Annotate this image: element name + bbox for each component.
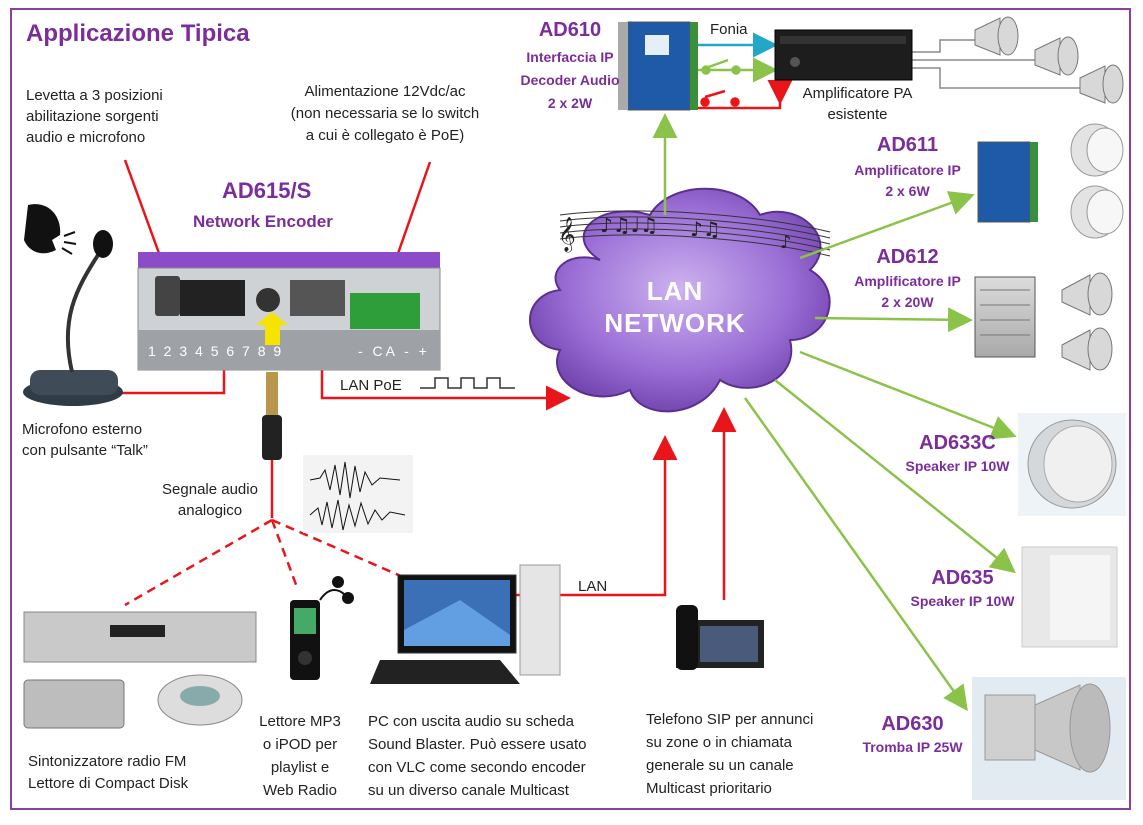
sip-label-2: su zone o in chiamata: [646, 734, 792, 751]
microphone-graphic: [23, 204, 123, 406]
page-title: Applicazione Tipica: [26, 20, 250, 47]
ad612-model: AD612: [876, 246, 939, 268]
ad615-terminal-labels: - CA - +: [358, 343, 430, 359]
pc-label-1: PC con uscita audio su scheda: [368, 713, 574, 730]
ad611-line-2: 2 x 6W: [885, 183, 930, 199]
alim-label-1: Alimentazione 12Vdc/ac: [304, 83, 466, 100]
sip-label-1: Telefono SIP per annunci: [646, 711, 814, 728]
svg-text:♪♫: ♪♫: [690, 217, 721, 241]
ad630-horn: [972, 677, 1126, 800]
pa-horn-speakers: [974, 16, 1124, 104]
ad610-line-3: 2 x 2W: [547, 95, 593, 111]
diagram-frame: [10, 8, 1131, 810]
ad615-model: AD615/S: [222, 178, 312, 203]
ad630-line-1: Tromba IP 25W: [862, 739, 963, 755]
cloud-label-2: NETWORK: [604, 308, 746, 338]
ad615-name: Network Encoder: [193, 212, 333, 231]
ad635-model: AD635: [931, 567, 994, 589]
radio-label-1: Sintonizzatore radio FM: [28, 753, 187, 770]
ad612-line-1: Amplificatore IP: [854, 273, 961, 289]
ad612-device: [974, 276, 1036, 358]
ampli-pa-label-1: Amplificatore PA: [802, 85, 913, 102]
music-notes-graphic: 𝄞 ♪♫♩♫ ♪♫ ♪: [558, 210, 831, 257]
ad611-line-1: Amplificatore IP: [854, 162, 961, 178]
ad611-speakers: [1070, 123, 1124, 239]
levetta-label-1: Levetta a 3 posizioni: [26, 87, 163, 104]
alim-label-3: a cui è collegato è PoE): [305, 127, 465, 144]
mic-label-1: Microfono esterno: [22, 421, 143, 438]
alim-label-2: (non necessaria se lo switch: [290, 105, 480, 122]
ad633c-line-1: Speaker IP 10W: [905, 458, 1010, 474]
lan-cloud: [529, 187, 831, 413]
levetta-label-2: abilitazione sorgenti: [26, 108, 159, 125]
ad611-device: [977, 141, 1038, 223]
fonia-label: Fonia: [710, 21, 748, 38]
mic-label-2: con pulsante “Talk”: [22, 442, 148, 459]
ad610-line-1: Interfaccia IP: [526, 49, 614, 65]
pa-amplifier-device: [774, 29, 913, 81]
segnale-label-1: Segnale audio: [162, 481, 258, 498]
pc-label-3: con VLC come secondo encoder: [368, 759, 586, 776]
ad610-device: [618, 21, 698, 111]
mp3-label-1: Lettore MP3: [259, 713, 341, 730]
sip-phone: [676, 605, 764, 670]
mp3-label-3: playlist e: [270, 759, 330, 776]
green-connections: [652, 57, 1017, 712]
ampli-pa-label-2: esistente: [827, 106, 888, 123]
ad612-horn-speakers: [1061, 272, 1113, 371]
pc-label-2: Sound Blaster. Può essere usato: [368, 736, 587, 753]
lan-poe-label: LAN PoE: [340, 377, 402, 394]
pc-label-4: su un diverso canale Multicast: [368, 782, 569, 799]
ad610-line-2: Decoder Audio: [520, 72, 620, 88]
ad635-speaker: [1021, 546, 1118, 648]
ad611-model: AD611: [876, 134, 939, 156]
svg-text:𝄞: 𝄞: [558, 217, 576, 253]
dashed-audio-inputs: [124, 518, 411, 607]
sip-label-4: Multicast prioritario: [646, 780, 772, 797]
segnale-label-2: analogico: [177, 502, 243, 519]
waveform-graphic: [303, 455, 413, 533]
lan-label: LAN: [578, 578, 608, 595]
mp3-label-2: o iPOD per: [262, 736, 338, 753]
ad633c-speaker: [1018, 413, 1126, 516]
svg-text:♪: ♪: [780, 232, 792, 253]
poe-signal-wave: [420, 377, 515, 389]
sip-label-3: generale su un canale: [646, 757, 794, 774]
svg-text:♪♫♩♫: ♪♫♩♫: [600, 213, 658, 237]
ad615-encoder-device: [137, 252, 441, 371]
pa-speaker-wiring: [912, 39, 1080, 89]
audio-jack: [262, 372, 282, 460]
ad610-model: AD610: [538, 19, 602, 41]
mp3-label-4: Web Radio: [263, 782, 337, 799]
radio-label-2: Lettore di Compact Disk: [28, 775, 189, 792]
pc-computer: [370, 564, 561, 684]
cloud-label-1: LAN: [646, 276, 704, 306]
ad633c-model: AD633C: [919, 432, 996, 454]
ad630-model: AD630: [881, 713, 944, 735]
ad612-line-2: 2 x 20W: [881, 294, 934, 310]
mp3-player: [290, 576, 354, 680]
levetta-label-3: audio e microfono: [26, 129, 146, 146]
ad635-line-1: Speaker IP 10W: [910, 593, 1015, 609]
ad615-pin-labels: 1 2 3 4 5 6 7 8 9: [148, 343, 284, 359]
radio-cd-devices: [23, 611, 257, 729]
